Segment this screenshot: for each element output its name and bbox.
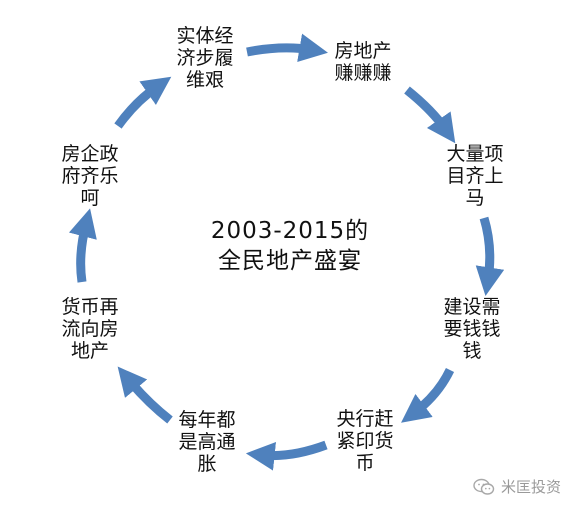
node-annual-inflation: 每年都 是高通 胀: [178, 409, 236, 475]
node-real-estate-earn: 房地产 赚赚赚: [334, 40, 392, 84]
node-money-to-real-estate: 货币再 流向房 地产: [61, 296, 119, 362]
center-title-line2: 全民地产盛宴: [218, 248, 362, 274]
arrow-4-to-5: [401, 367, 455, 423]
center-title-line1: 2003-2015的: [210, 218, 370, 244]
node-real-economy: 实体经 济步履 维艰: [176, 25, 234, 91]
node-construction-money: 建设需 要钱钱 钱: [443, 296, 501, 362]
center-title: 2003-2015的 全民地产盛宴: [180, 216, 400, 276]
arrow-1-to-2: [246, 33, 328, 63]
arrow-5-to-6: [245, 440, 328, 471]
wechat-logo-icon: [473, 478, 495, 495]
arrow-3-to-4: [475, 216, 505, 297]
node-developers-government-happy: 房企政 府齐乐 呵: [61, 143, 119, 209]
node-projects-launch: 大量项 目齐上 马: [446, 143, 504, 209]
arrow-2-to-3: [404, 86, 456, 144]
node-central-bank-print: 央行赶 紧印货 币: [336, 408, 394, 474]
watermark: 米匡投资: [473, 476, 561, 497]
watermark-text: 米匡投资: [500, 478, 561, 496]
arrow-8-to-1: [114, 76, 172, 129]
arrow-6-to-7: [117, 366, 173, 424]
arrow-7-to-8: [68, 208, 97, 283]
